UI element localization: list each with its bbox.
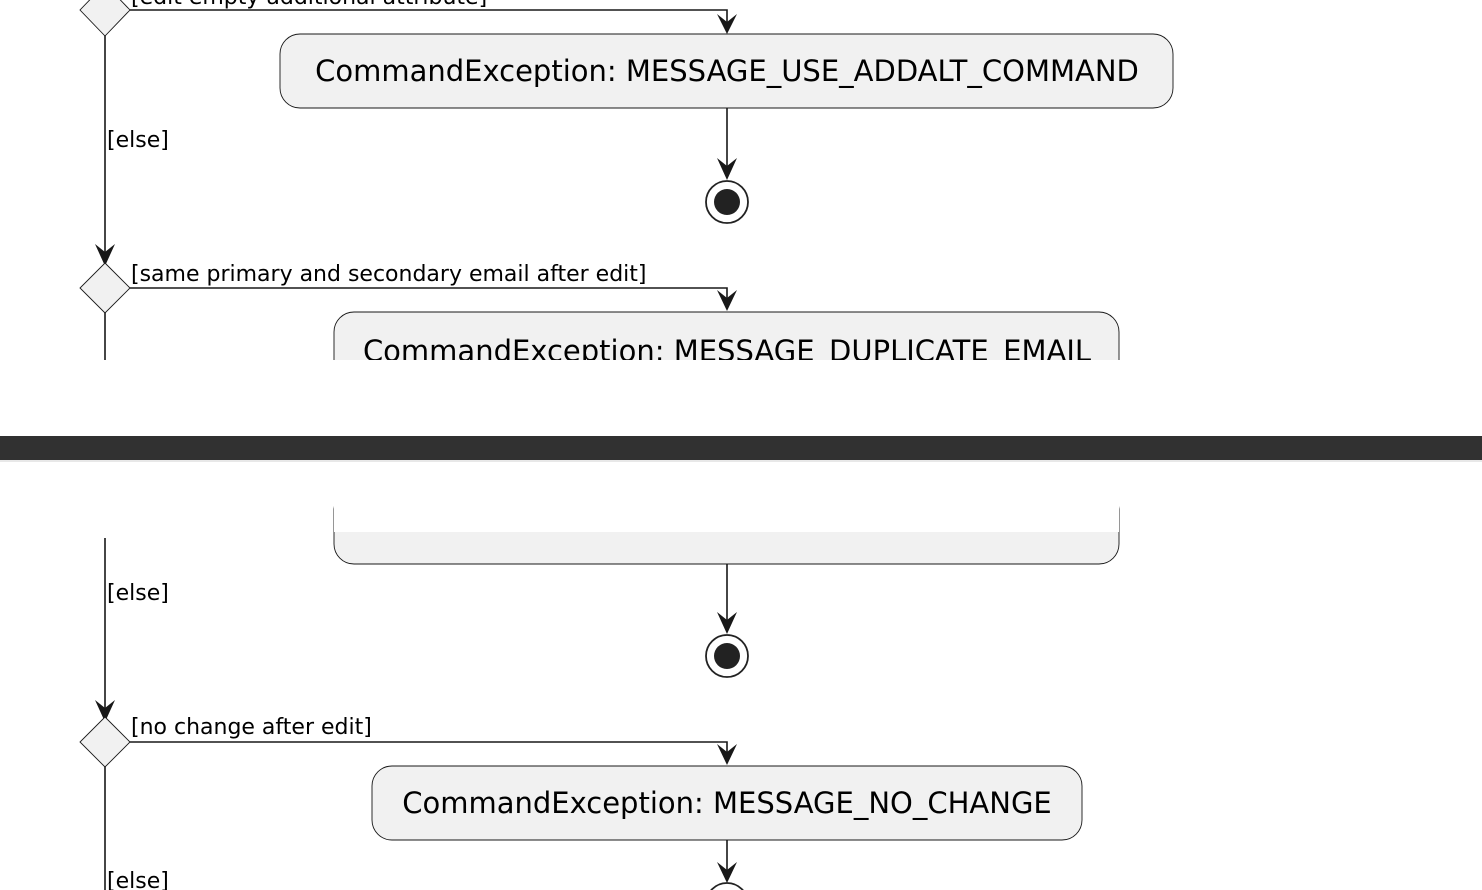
decision-node-edit-empty xyxy=(79,0,131,37)
panel-separator-edge xyxy=(0,460,1482,462)
branch-line-no-change xyxy=(130,741,728,760)
branch-line-edit-empty xyxy=(130,9,728,30)
action-node-duplicate-email xyxy=(333,311,1120,360)
arrow-into-decision-2 xyxy=(95,244,115,266)
activity-diagram-bottom: [else] [no change after edit] CommandExc… xyxy=(79,462,1120,890)
action-label-duplicate-email: CommandException: MESSAGE_DUPLICATE_EMAI… xyxy=(363,334,1091,360)
guard-label-same-email: [same primary and secondary email after … xyxy=(131,262,647,287)
decision-node-no-change xyxy=(79,716,131,768)
guard-label-no-change: [no change after edit] xyxy=(131,715,372,740)
arrow-into-decision-3 xyxy=(95,700,115,722)
else-label-1: [else] xyxy=(107,128,169,153)
stop-node-1-core xyxy=(714,189,740,215)
else-label-3: [else] xyxy=(107,869,169,890)
action-label-no-change: CommandException: MESSAGE_NO_CHANGE xyxy=(402,786,1051,820)
stop-node-2-core xyxy=(714,643,740,669)
diagram-panel-bottom: [else] [no change after edit] CommandExc… xyxy=(0,462,1482,890)
arrow-into-addalt-action xyxy=(717,14,737,34)
arrow-into-stop-1 xyxy=(717,158,737,180)
arrow-into-stop-2 xyxy=(717,612,737,634)
action-overlap-mask xyxy=(334,462,1119,532)
stop-node-3 xyxy=(710,882,744,890)
arrow-into-duplicate-action xyxy=(717,290,737,311)
branch-line-same-email xyxy=(130,287,728,306)
guard-label-edit-empty: [edit empty additional attribute] xyxy=(131,0,487,10)
activity-diagram-top: [edit empty additional attribute] Comman… xyxy=(79,0,1174,360)
decision-node-same-email xyxy=(79,262,131,314)
diagram-panel-top: [edit empty additional attribute] Comman… xyxy=(0,0,1482,360)
panel-separator-bar xyxy=(0,436,1482,462)
arrow-into-stop-3 xyxy=(717,862,737,883)
arrow-into-no-change-action xyxy=(717,744,737,765)
action-label-addalt: CommandException: MESSAGE_USE_ADDALT_COM… xyxy=(315,54,1139,88)
else-label-2: [else] xyxy=(107,581,169,606)
